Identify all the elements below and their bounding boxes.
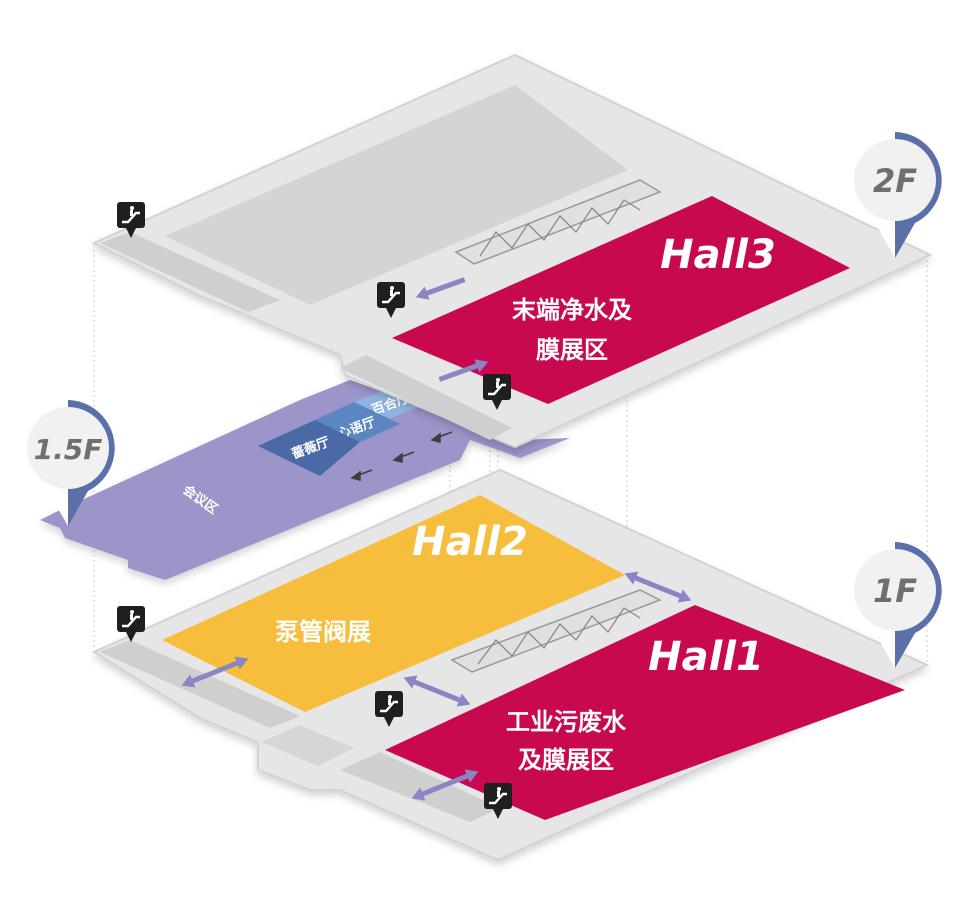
hall3-zone-line1: 末端净水及 [512,296,632,324]
room-qiangwei[interactable]: 蔷薇厅 [258,420,360,476]
floor-2f-slab [91,53,933,449]
floor-15f: 会议区 百合厅 心语厅 蔷薇厅 [40,380,570,580]
floor-2f-corridor [100,232,280,312]
room-arrows [350,431,453,481]
floor-2f-inner-block [165,85,628,305]
floor-2f [91,53,933,449]
floor-2f-ramp [454,179,662,265]
hall1-name: Hall1 [648,634,764,680]
hall3-area[interactable]: Hall3 末端净水及 膜展区 [392,196,850,404]
floor-1f-slab [91,468,930,862]
floor-1f-stair-block [262,725,354,766]
hall1-zone-line2: 及膜展区 [518,746,614,774]
hall3-name: Hall3 [660,232,776,278]
floor-label-1f: 1F [873,572,917,610]
floor-1f-ramp [450,589,662,673]
arrow-icon [415,277,466,300]
floor-1f-corridor-2 [340,752,500,822]
map-pin-icon[interactable]: 1.5F [21,400,115,526]
floor-1f [91,468,930,862]
arrow-icon [438,359,489,382]
floor-2f-corridor-2 [340,355,512,440]
map-pin-icon[interactable]: 2F [847,132,943,258]
hall3-zone-line2: 膜展区 [535,336,608,364]
hall2-zone: 泵管阀展 [275,618,371,646]
hall2-name: Hall2 [412,519,528,565]
floor-label-2f: 2F [873,162,917,200]
floor-1f-corridor [100,640,300,728]
hall2-area[interactable]: Hall2 泵管阀展 [162,495,625,712]
hall1-area[interactable]: Hall1 工业污废水 及膜展区 [385,605,905,820]
meeting-area[interactable] [40,380,570,580]
map-pin-icon[interactable]: 1F [848,542,942,668]
floor-label-15f: 1.5F [34,433,103,466]
hall1-zone-line1: 工业污废水 [506,708,627,736]
